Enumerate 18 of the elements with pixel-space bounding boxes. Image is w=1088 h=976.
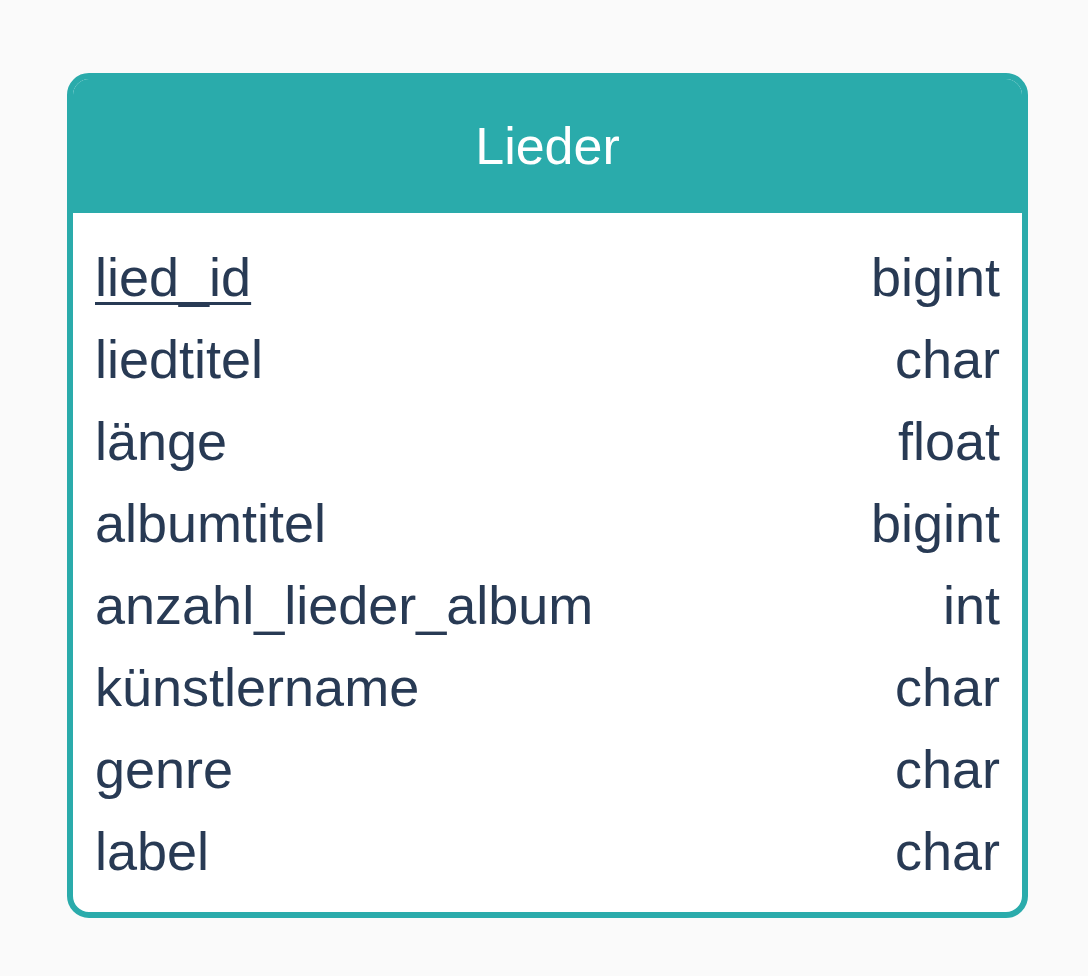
data-type: char — [894, 820, 1000, 882]
primary-key-attribute: lied_id — [95, 246, 252, 308]
entity-table — [67, 73, 1028, 918]
attribute-name: künstlername — [95, 656, 420, 718]
attribute-name: anzahl_lieder_album — [95, 574, 594, 636]
table-title: Lieder — [475, 116, 620, 176]
data-type: char — [894, 328, 1000, 390]
attribute-name: länge — [95, 410, 228, 472]
data-type: bigint — [870, 492, 1000, 554]
attribute-name: label — [95, 820, 210, 882]
attribute-name: genre — [95, 738, 234, 800]
attribute-name: liedtitel — [95, 328, 264, 390]
data-type: char — [894, 738, 1000, 800]
data-type: float — [897, 410, 1000, 472]
data-type: char — [894, 656, 1000, 718]
data-type: int — [942, 574, 1000, 636]
attribute-name: albumtitel — [95, 492, 327, 554]
data-type: bigint — [870, 246, 1000, 308]
